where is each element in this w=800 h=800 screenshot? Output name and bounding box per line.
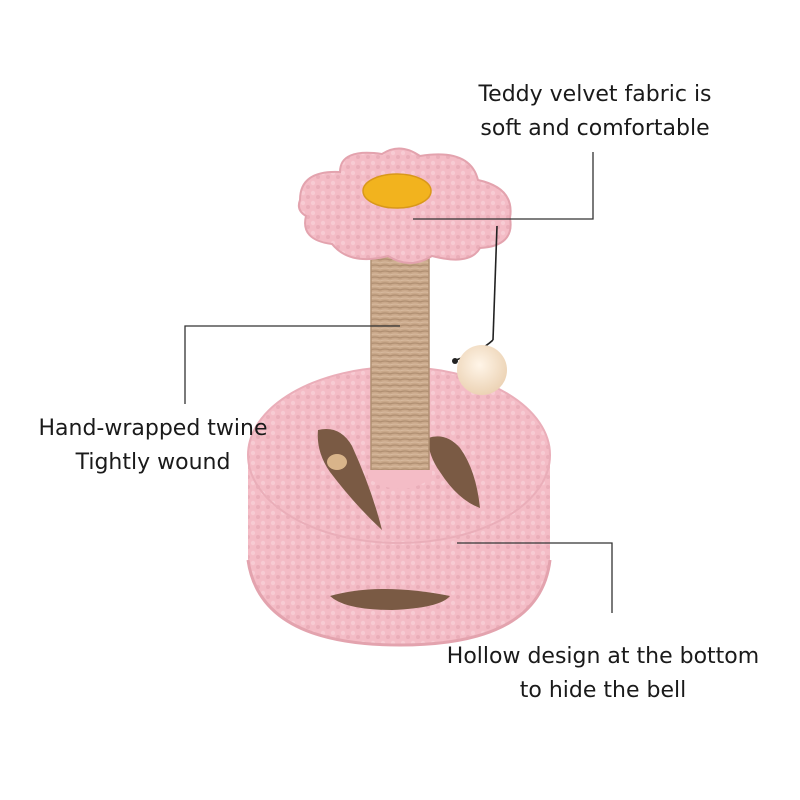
annotation-hollow-line1: Hollow design at the bottom: [446, 644, 760, 669]
annotation-twine: Hand-wrapped twine Tightly wound: [18, 412, 288, 480]
hanging-pompom-toy: [452, 225, 507, 395]
annotation-fabric-line2: soft and comfortable: [480, 116, 710, 141]
annotation-twine-line1: Hand-wrapped twine: [38, 416, 268, 441]
annotation-hollow-line2: to hide the bell: [519, 678, 687, 703]
sisal-post: [368, 224, 432, 489]
front-hollow-opening: [330, 589, 450, 610]
leader-lines: [184, 152, 613, 613]
flower-center: [362, 173, 432, 209]
twine-leader-line: [184, 325, 400, 404]
annotation-fabric-line1: Teddy velvet fabric is: [478, 82, 712, 107]
annotation-fabric: Teddy velvet fabric is soft and comforta…: [440, 78, 750, 146]
flower-top: [297, 147, 512, 264]
annotation-hollow: Hollow design at the bottom to hide the …: [418, 640, 788, 708]
hollow-leader-line: [457, 542, 613, 613]
top-hollow-openings: [317, 429, 480, 530]
annotation-twine-line2: Tightly wound: [75, 450, 231, 475]
fabric-leader-line: [413, 152, 594, 220]
